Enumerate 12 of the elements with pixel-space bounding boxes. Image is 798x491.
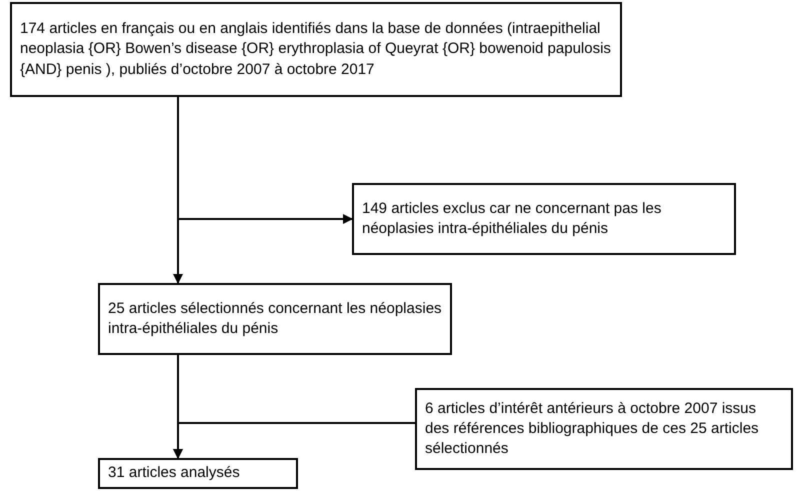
arrow <box>173 422 415 459</box>
process-box <box>98 283 452 355</box>
process-box <box>352 183 736 255</box>
arrow <box>177 97 353 224</box>
box-text: 149 articles exclus car ne concernant pas les néoplasies intra-épithéliales du pénis <box>362 198 662 239</box>
process-box <box>98 458 298 489</box>
box-text: 6 articles d’intérêt antérieurs à octobre 2007 issus des références bibliographiques de ces 25 articles sélectionnés <box>425 398 760 460</box>
box-text: 174 articles en français ou en anglais identifiés dans la base de données (intraepithelial neoplasia {OR} Bowen’s disease {OR} erythroplasia of Queyrat {OR} bowenoid papulosis {AND} penis ), publiés d’octobre 2007 à octobre 2017 <box>20 19 612 80</box>
process-box <box>10 2 622 97</box>
process-box <box>415 388 793 470</box>
box-text: 25 articles sélectionnés concernant les néoplasies intra-épithéliales du pénis <box>108 298 442 339</box>
box-text: 31 articles analysés <box>108 463 241 484</box>
